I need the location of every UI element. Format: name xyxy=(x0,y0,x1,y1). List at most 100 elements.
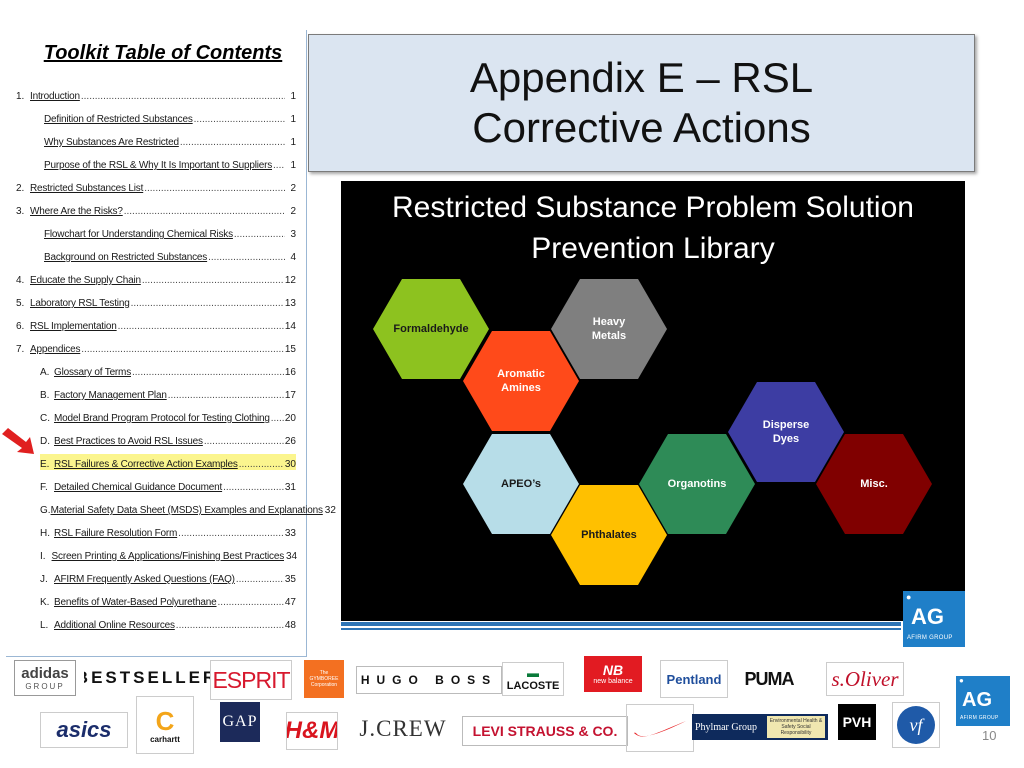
toc-entry[interactable]: 6. RSL Implementation 14 xyxy=(16,316,296,332)
toc-entry-label[interactable]: Glossary of Terms xyxy=(54,367,131,378)
toc-entry[interactable]: 5. Laboratory RSL Testing 13 xyxy=(16,293,296,309)
hex-formaldehyde[interactable]: Formaldehyde xyxy=(373,279,489,379)
toc-entry-page: 1 xyxy=(290,114,296,125)
toc-entry-page: 14 xyxy=(284,321,296,332)
toc-entry[interactable]: Background on Restricted Substances4 xyxy=(44,247,296,263)
toc-entry-number: 6. xyxy=(16,321,25,332)
bestseller-text: BESTSELLER xyxy=(84,668,210,687)
afirm-logo: ● AG AFIRM GROUP xyxy=(903,591,965,647)
toc-leader xyxy=(273,160,285,171)
toc-leader xyxy=(131,298,284,309)
toc-entry[interactable]: F.Detailed Chemical Guidance Document31 xyxy=(40,477,296,493)
hex-label: Disperse Dyes xyxy=(762,419,810,445)
pvh-text: PVH xyxy=(842,714,872,730)
toc-entry[interactable]: B.Factory Management Plan17 xyxy=(40,385,296,401)
toc-entry-label[interactable]: Model Brand Program Protocol for Testing… xyxy=(54,413,270,424)
toc-entry-page: 30 xyxy=(284,459,296,470)
toc-entry-page: 26 xyxy=(284,436,296,447)
toc-entry[interactable]: 7.Appendices15 xyxy=(16,339,296,355)
toc-entry-label[interactable]: Detailed Chemical Guidance Document xyxy=(54,482,223,493)
toc-leader xyxy=(81,91,285,102)
toc-entry[interactable]: 1.Introduction1 xyxy=(16,86,296,102)
pvh-logo: PVH xyxy=(838,704,876,740)
asics-logo: asics xyxy=(40,712,128,748)
toc-entry-label[interactable]: Definition of Restricted Substances xyxy=(44,114,193,125)
hex-label: Phthalates xyxy=(581,529,637,541)
toc-entry[interactable]: I.Screen Printing & Applications/Finishi… xyxy=(40,546,297,562)
toc-entry-label[interactable]: Laboratory RSL Testing xyxy=(30,298,130,309)
toc-entry-number: 3. xyxy=(16,206,25,217)
toc-leader xyxy=(142,275,284,286)
puma-text: PUMA xyxy=(744,668,795,689)
esprit-text: ESPRIT xyxy=(212,666,290,693)
toc-entry-page: 1 xyxy=(290,91,296,102)
toc-entry-label[interactable]: Appendices xyxy=(30,344,81,355)
afirm-logo-text: AFIRM GROUP xyxy=(960,715,999,721)
toc-entry[interactable]: A.Glossary of Terms16 xyxy=(40,362,296,378)
toc-entry-label[interactable]: Factory Management Plan xyxy=(54,390,167,401)
toc-entry-label[interactable]: Introduction xyxy=(30,91,80,102)
toc-entry-label[interactable]: Restricted Substances List xyxy=(30,183,144,194)
toc-entry-page: 3 xyxy=(290,229,296,240)
toc-entry[interactable]: L.Additional Online Resources48 xyxy=(40,615,296,631)
panel-title-line-2: Prevention Library xyxy=(531,232,775,265)
toc-entry[interactable]: G.Material Safety Data Sheet (MSDS) Exam… xyxy=(40,500,336,516)
esprit-logo: ESPRIT xyxy=(210,660,292,700)
toc-entry[interactable]: C. Model Brand Program Protocol for Testi… xyxy=(40,408,296,424)
panel-title-line-1: Restricted Substance Problem Solution xyxy=(392,191,914,224)
toc-entry-page: 2 xyxy=(290,183,296,194)
toc-entry-label[interactable]: Purpose of the RSL & Why It Is Important… xyxy=(44,160,273,171)
slide-title-line-1: Appendix E – RSL xyxy=(469,54,814,101)
toc-entry-label[interactable]: Where Are the Risks? xyxy=(30,206,123,217)
gap-logo: GAP xyxy=(220,702,260,742)
toc-leader xyxy=(178,528,284,539)
hex-label: Formaldehyde xyxy=(393,323,469,335)
toc-entry-number: C. xyxy=(40,413,50,424)
s-oliver-text: s.Oliver xyxy=(831,666,899,691)
nb-mark-icon: NB xyxy=(602,662,624,678)
jcrew-text: J.CREW xyxy=(359,716,447,741)
toc-entry-label[interactable]: Background on Restricted Substances xyxy=(44,252,208,263)
toc-entry[interactable]: 2.Restricted Substances List2 xyxy=(16,178,296,194)
toc-entry[interactable]: D.Best Practices to Avoid RSL Issues26 xyxy=(40,431,296,447)
toc-entry-label[interactable]: Best Practices to Avoid RSL Issues xyxy=(54,436,203,447)
toc-entry-number: H. xyxy=(40,528,50,539)
toc-entry[interactable]: H.RSL Failure Resolution Form33 xyxy=(40,523,296,539)
toc-entry-number: F. xyxy=(40,482,48,493)
toc-entry[interactable]: Definition of Restricted Substances 1 xyxy=(44,109,296,125)
toc-entry-label[interactable]: AFIRM Frequently Asked Questions (FAQ) xyxy=(54,574,235,585)
toc-entry-page: 17 xyxy=(284,390,296,401)
toc-entry-label[interactable]: RSL Implementation xyxy=(30,321,117,332)
lacoste-text: LACOSTE xyxy=(506,679,560,692)
toc-entry[interactable]: K.Benefits of Water-Based Polyurethane47 xyxy=(40,592,296,608)
toc-entry[interactable]: E.RSL Failures & Corrective Action Examp… xyxy=(40,454,296,470)
toc-entry-label[interactable]: RSL Failure Resolution Form xyxy=(54,528,178,539)
s-oliver-logo: s.Oliver xyxy=(826,662,904,696)
hex-label: Heavy Metals xyxy=(591,316,627,342)
prevention-library-panel: Restricted Substance Problem Solution Pr… xyxy=(341,181,965,647)
red-arrow-icon xyxy=(2,428,34,454)
toc-entry[interactable]: Flowchart for Understanding Chemical Ris… xyxy=(44,224,296,240)
toc-entry-number: 5. xyxy=(16,298,25,309)
toc-leader xyxy=(144,183,285,194)
toc-entry[interactable]: J.AFIRM Frequently Asked Questions (FAQ)… xyxy=(40,569,296,585)
crocodile-icon: ▬ xyxy=(527,665,539,680)
toc-entry-label[interactable]: Educate the Supply Chain xyxy=(30,275,141,286)
adidas-text: adidas xyxy=(21,664,69,682)
hex-label: Organotins xyxy=(667,478,727,490)
toc-entry-label[interactable]: Benefits of Water-Based Polyurethane xyxy=(54,597,217,608)
toc-entry[interactable]: 4.Educate the Supply Chain12 xyxy=(16,270,296,286)
adidas-sub: GROUP xyxy=(25,681,65,691)
toc-entry-page: 13 xyxy=(284,298,296,309)
toc-entry-label[interactable]: Why Substances Are Restricted xyxy=(44,137,179,148)
toc-entry[interactable]: 3.Where Are the Risks?2 xyxy=(16,201,296,217)
toc-entry-page: 48 xyxy=(284,620,296,631)
toc-entry-label[interactable]: Additional Online Resources xyxy=(54,620,175,631)
toc-entry-label[interactable]: RSL Failures & Corrective Action Example… xyxy=(54,459,238,470)
toc-entry-label[interactable]: Screen Printing & Applications/Finishing… xyxy=(51,551,285,562)
toc-entry-label[interactable]: Material Safety Data Sheet (MSDS) Exampl… xyxy=(50,505,323,516)
toc-entry[interactable]: Purpose of the RSL & Why It Is Important… xyxy=(44,155,296,171)
toc-entry[interactable]: Why Substances Are Restricted1 xyxy=(44,132,296,148)
toc-entry-label[interactable]: Flowchart for Understanding Chemical Ris… xyxy=(44,229,233,240)
panel-title: Restricted Substance Problem Solution Pr… xyxy=(341,187,965,269)
